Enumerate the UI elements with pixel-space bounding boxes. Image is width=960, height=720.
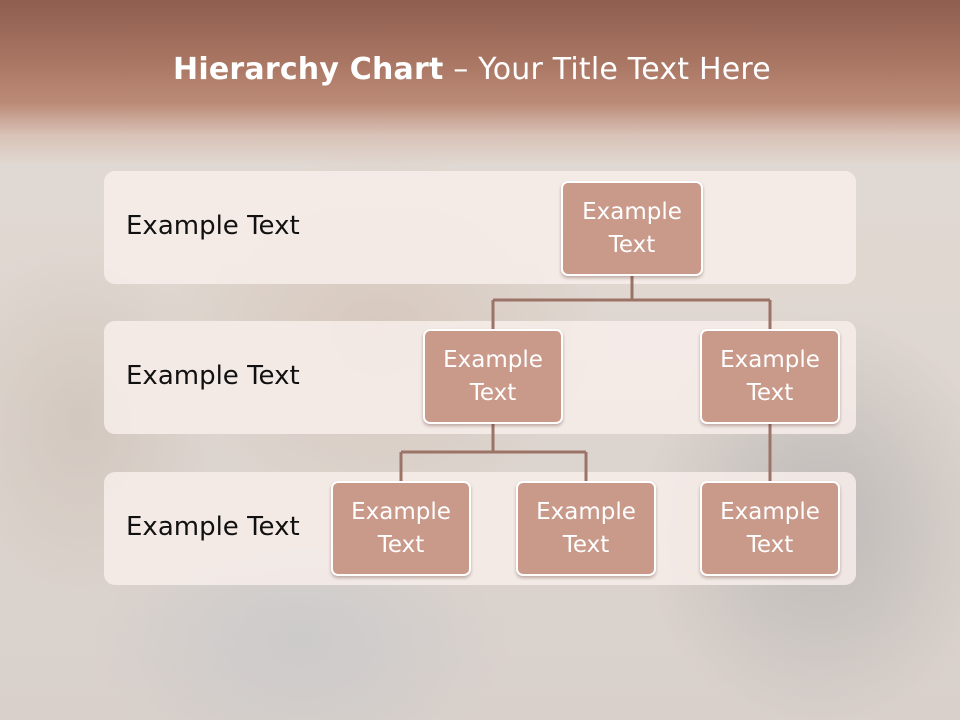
node-level2-right-text: Example Text: [720, 346, 820, 406]
node-level2-left[interactable]: Example Text: [423, 329, 563, 424]
level-3-label[interactable]: Example Text: [126, 512, 300, 542]
node-root-text: Example Text: [582, 198, 682, 258]
level-1-label[interactable]: Example Text: [126, 211, 300, 241]
level-band-1: Example Text: [104, 171, 856, 284]
title-rest: – Your Title Text Here: [443, 52, 771, 87]
node-level3-2[interactable]: Example Text: [516, 481, 656, 576]
node-level2-left-text: Example Text: [443, 346, 543, 406]
node-level3-1[interactable]: Example Text: [331, 481, 471, 576]
node-level3-1-text: Example Text: [351, 498, 451, 558]
connector-left-to-level3: [399, 424, 588, 481]
node-level3-3[interactable]: Example Text: [700, 481, 840, 576]
node-level3-2-text: Example Text: [536, 498, 636, 558]
node-level2-right[interactable]: Example Text: [700, 329, 840, 424]
connector-root-to-level2: [491, 276, 772, 329]
slide-title[interactable]: Hierarchy Chart – Your Title Text Here: [0, 52, 944, 87]
level-2-label[interactable]: Example Text: [126, 361, 300, 391]
node-level3-3-text: Example Text: [720, 498, 820, 558]
node-root[interactable]: Example Text: [561, 181, 703, 276]
title-band: [0, 0, 960, 165]
title-bold: Hierarchy Chart: [173, 52, 444, 87]
